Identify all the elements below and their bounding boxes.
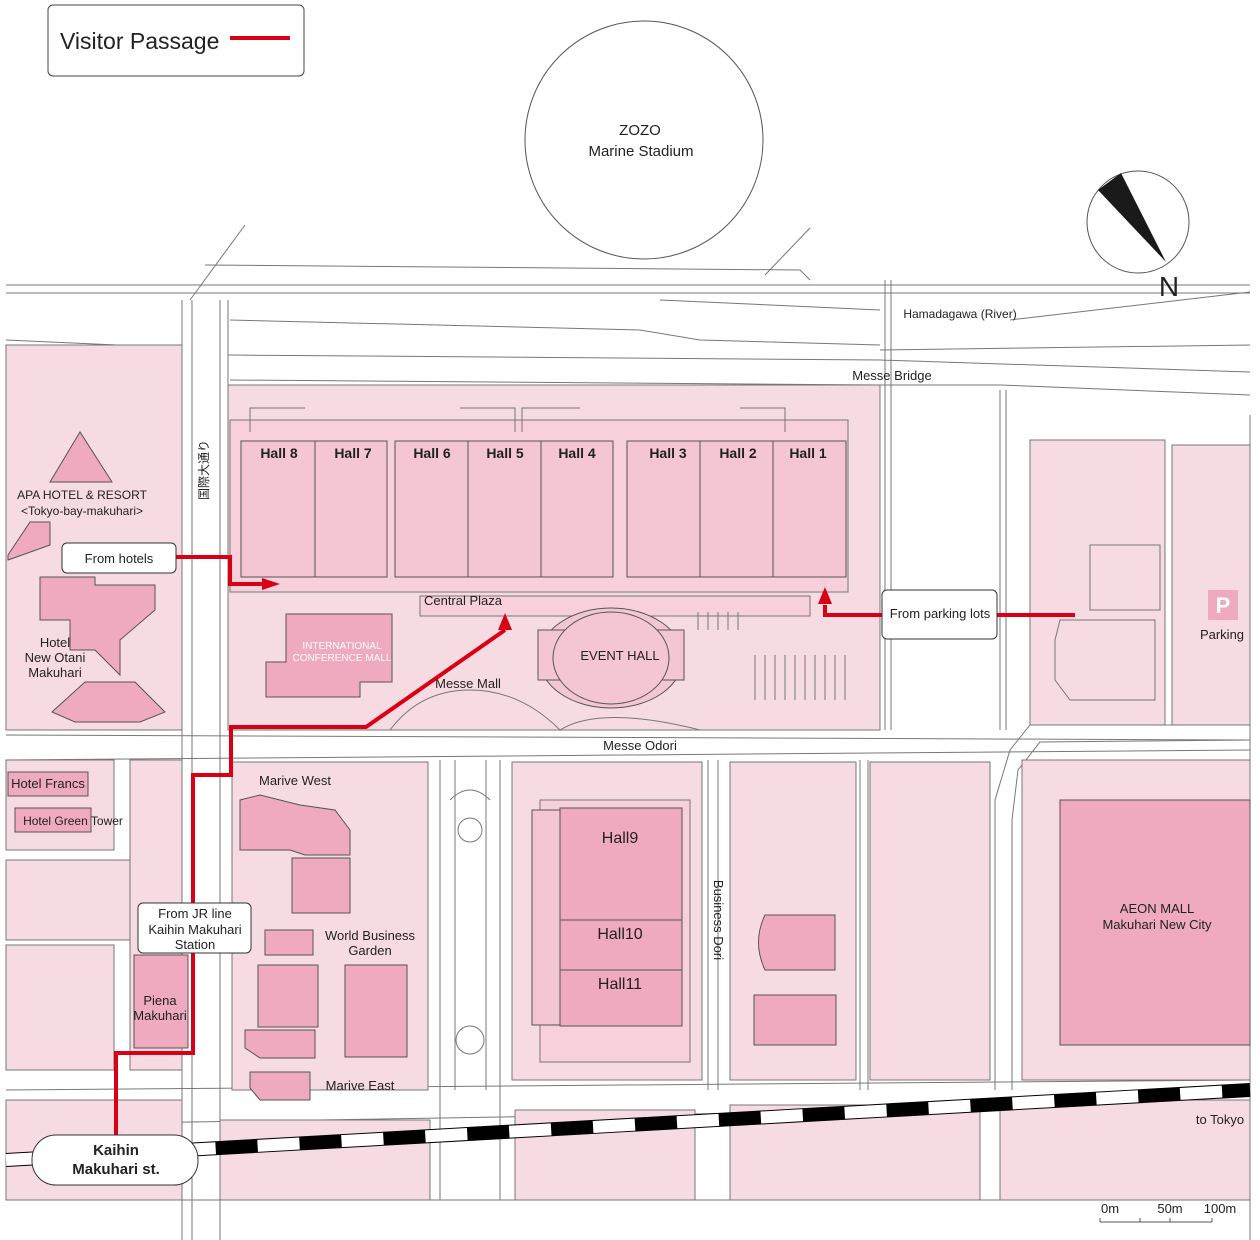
otani-label-3: Makuhari xyxy=(28,665,82,680)
scale-0: 0m xyxy=(1101,1201,1119,1216)
road-outlines xyxy=(5,224,1251,1240)
hall-7-label: Hall 7 xyxy=(334,445,372,461)
railway: to Tokyo xyxy=(5,1083,1251,1167)
parking-area: P Parking xyxy=(1029,450,1244,710)
hall-6-label: Hall 6 xyxy=(413,445,451,461)
hall-10-label: Hall10 xyxy=(597,926,642,943)
to-tokyo-label: to Tokyo xyxy=(1196,1112,1244,1127)
north-label: N xyxy=(1159,271,1179,302)
apa-label-2: <Tokyo-bay-makuhari> xyxy=(21,504,143,518)
parking-label: Parking xyxy=(1200,627,1244,642)
hotel-green-tower: Hotel Green Tower xyxy=(14,807,123,833)
otani-label-1: Hotel xyxy=(40,635,70,650)
parking-icon: P xyxy=(1216,593,1231,618)
stadium-name: ZOZO xyxy=(619,122,661,139)
messe-mall-label: Messe Mall xyxy=(435,676,501,691)
piena-label-1: Piena xyxy=(143,993,177,1008)
aeon-label-1: AEON MALL xyxy=(1120,901,1194,916)
from-hotels-callout: From hotels xyxy=(61,542,177,574)
from-jr-callout: From JR line Kaihin Makuhari Station xyxy=(137,902,252,954)
piena-makuhari: Piena Makuhari xyxy=(133,954,189,1049)
bridge-label: Messe Bridge xyxy=(852,368,931,383)
event-hall: EVENT HALL xyxy=(389,607,846,731)
scale-50: 50m xyxy=(1157,1201,1182,1216)
marive-west: Marive West xyxy=(239,773,351,914)
marive-east-label: Marive East xyxy=(326,1078,395,1093)
hall-5-label: Hall 5 xyxy=(486,445,524,461)
aeon-label-2: Makuhari New City xyxy=(1102,917,1212,932)
scale-100: 100m xyxy=(1204,1201,1237,1216)
station-label-1: Kaihin xyxy=(93,1142,139,1159)
green-label: Hotel Green Tower xyxy=(23,814,123,828)
station-label-2: Makuhari st. xyxy=(72,1161,160,1178)
otani-label-2: New Otani xyxy=(25,650,86,665)
legend-label: Visitor Passage xyxy=(60,28,219,54)
hall-3-label: Hall 3 xyxy=(649,445,687,461)
jr-label-1: From JR line xyxy=(158,906,232,921)
wbg-label-2: Garden xyxy=(348,943,391,958)
stadium-name-2: Marine Stadium xyxy=(588,143,693,160)
zozo-stadium: ZOZO Marine Stadium xyxy=(524,20,764,260)
jr-label-2: Kaihin Makuhari xyxy=(148,922,241,937)
scale-bar: 0m 50m 100m xyxy=(1099,1201,1237,1223)
east-buildings xyxy=(753,914,837,1046)
kaihin-makuhari-station: Kaihin Makuhari st. xyxy=(31,1134,199,1186)
apa-label-1: APA HOTEL & RESORT xyxy=(17,488,147,502)
promenade xyxy=(449,760,491,1090)
legend: Visitor Passage xyxy=(47,4,305,77)
hall-9-label: Hall9 xyxy=(602,830,639,847)
from-parking-callout: From parking lots xyxy=(881,589,998,640)
messe-odori-label: Messe Odori xyxy=(603,738,677,753)
hall-8-label: Hall 8 xyxy=(260,445,298,461)
icm-label-2: CONFERENCE MALL xyxy=(293,653,392,664)
apa-hotel: APA HOTEL & RESORT <Tokyo-bay-makuhari> xyxy=(7,431,148,561)
wbg-label-1: World Business xyxy=(325,928,416,943)
from-hotels-label: From hotels xyxy=(85,551,154,566)
kokusai-dori-label: 国際大通り xyxy=(197,440,211,500)
piena-label-2: Makuhari xyxy=(133,1008,187,1023)
hall-1-label: Hall 1 xyxy=(789,445,827,461)
central-plaza-label: Central Plaza xyxy=(424,593,503,608)
hall-2-label: Hall 2 xyxy=(719,445,757,461)
halls-9-11: Hall9 Hall10 Hall11 xyxy=(531,799,691,1063)
business-dori-label: Business Dori xyxy=(711,880,726,960)
world-business-garden: World Business Garden xyxy=(244,928,416,1059)
icm-label-1: INTERNATIONAL xyxy=(302,641,382,652)
hall-4-label: Hall 4 xyxy=(558,445,596,461)
aeon-mall: AEON MALL Makuhari New City xyxy=(1059,799,1251,1046)
francs-label: Hotel Francs xyxy=(11,776,85,791)
hotel-francs: Hotel Francs xyxy=(7,771,89,797)
river-label: Hamadagawa (River) xyxy=(903,307,1016,321)
international-conference-mall: INTERNATIONAL CONFERENCE MALL xyxy=(265,613,393,698)
from-parking-label: From parking lots xyxy=(890,606,991,621)
marive-west-label: Marive West xyxy=(259,773,331,788)
jr-label-3: Station xyxy=(175,937,215,952)
event-hall-label: EVENT HALL xyxy=(580,648,659,663)
bus-bays xyxy=(697,612,846,700)
hotel-new-otani: Hotel New Otani Makuhari xyxy=(25,576,166,723)
marive-east: Marive East xyxy=(249,1071,395,1101)
exhibition-halls: Hall 8 Hall 7 Hall 6 Hall 5 Hall 4 Hall … xyxy=(229,407,849,617)
north-arrow-icon: N xyxy=(1086,170,1190,302)
hall-11-label: Hall11 xyxy=(598,976,642,993)
